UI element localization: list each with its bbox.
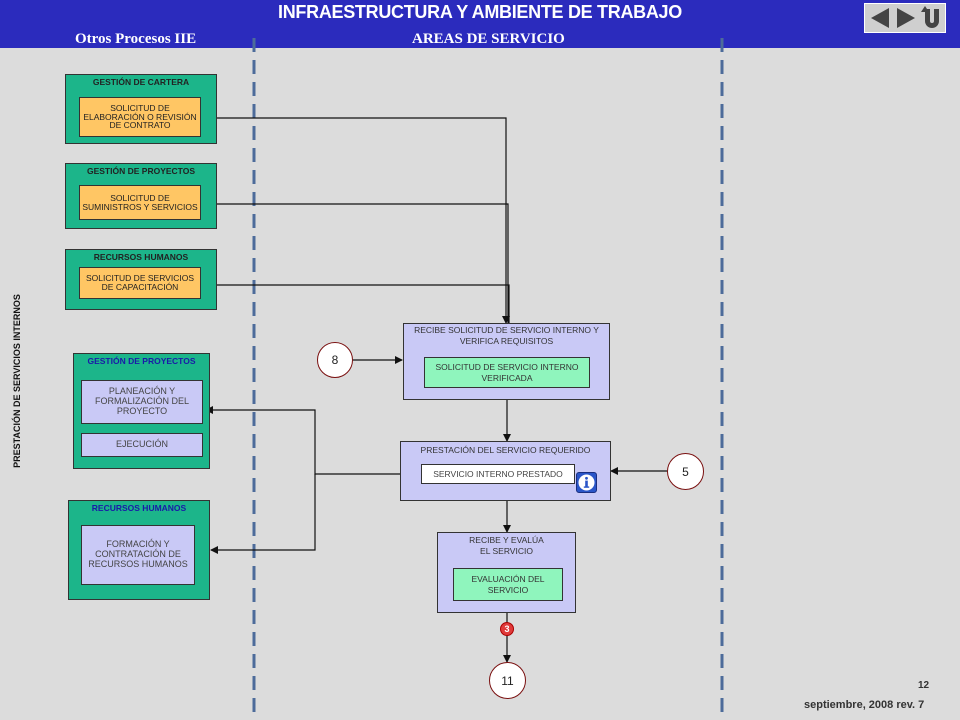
group-title: GESTIÓN DE PROYECTOS <box>86 166 195 176</box>
lane-title-otros-procesos: Otros Procesos IIE <box>75 31 197 47</box>
forward-icon[interactable] <box>894 6 918 30</box>
page-title: INFRAESTRUCTURA Y AMBIENTE DE TRABAJO <box>278 2 682 22</box>
side-section-label: PRESTACIÓN DE SERVICIOS INTERNOS <box>12 294 22 468</box>
lane-title-areas-servicio: AREAS DE SERVICIO <box>412 31 565 47</box>
output-servicio-prestado[interactable]: SERVICIO INTERNO PRESTADO <box>421 464 575 484</box>
info-icon[interactable] <box>576 472 597 493</box>
group-title: GESTIÓN DE PROYECTOS <box>87 356 196 366</box>
request-suministros-servicios[interactable]: SOLICITUD DE SUMINISTROS Y SERVICIOS <box>79 185 201 220</box>
ejecucion-item[interactable]: EJECUCIÓN <box>81 433 203 457</box>
revision-date: septiembre, 2008 rev. 7 <box>804 699 925 711</box>
step-marker-3[interactable]: 3 <box>500 622 514 636</box>
planeacion-formalizacion-item[interactable]: PLANEACIÓN Y FORMALIZACIÓN DEL PROYECTO <box>81 380 203 424</box>
process-title: PRESTACIÓN DEL SERVICIO REQUERIDO <box>420 445 591 455</box>
connector-8[interactable]: 8 <box>317 342 353 378</box>
process-title: RECIBE Y EVALÚA EL SERVICIO <box>469 535 544 556</box>
formacion-contratacion-item[interactable]: FORMACIÓN Y CONTRATACIÓN DE RECURSOS HUM… <box>81 525 195 585</box>
connector-11[interactable]: 11 <box>489 662 526 699</box>
page-number: 12 <box>918 680 930 691</box>
group-title: RECURSOS HUMANOS <box>91 503 187 513</box>
process-title: RECIBE SOLICITUD DE SERVICIO INTERNO Y V… <box>414 325 599 346</box>
output-solicitud-verificada[interactable]: SOLICITUD DE SERVICIO INTERNO VERIFICADA <box>424 357 590 388</box>
group-title: RECURSOS HUMANOS <box>93 252 189 262</box>
output-evaluacion-servicio[interactable]: EVALUACIÓN DEL SERVICIO <box>453 568 563 601</box>
group-title: GESTIÓN DE CARTERA <box>92 77 190 87</box>
nav-button-group <box>864 3 946 33</box>
return-icon[interactable] <box>920 6 944 30</box>
header-bar <box>0 0 960 48</box>
request-servicios-capacitacion[interactable]: SOLICITUD DE SERVICIOS DE CAPACITACIÓN <box>79 267 201 299</box>
back-icon[interactable] <box>868 6 892 30</box>
request-elaboracion-contrato[interactable]: SOLICITUD DE ELABORACIÓN O REVISIÓN DE C… <box>79 97 201 137</box>
connector-5[interactable]: 5 <box>667 453 704 490</box>
